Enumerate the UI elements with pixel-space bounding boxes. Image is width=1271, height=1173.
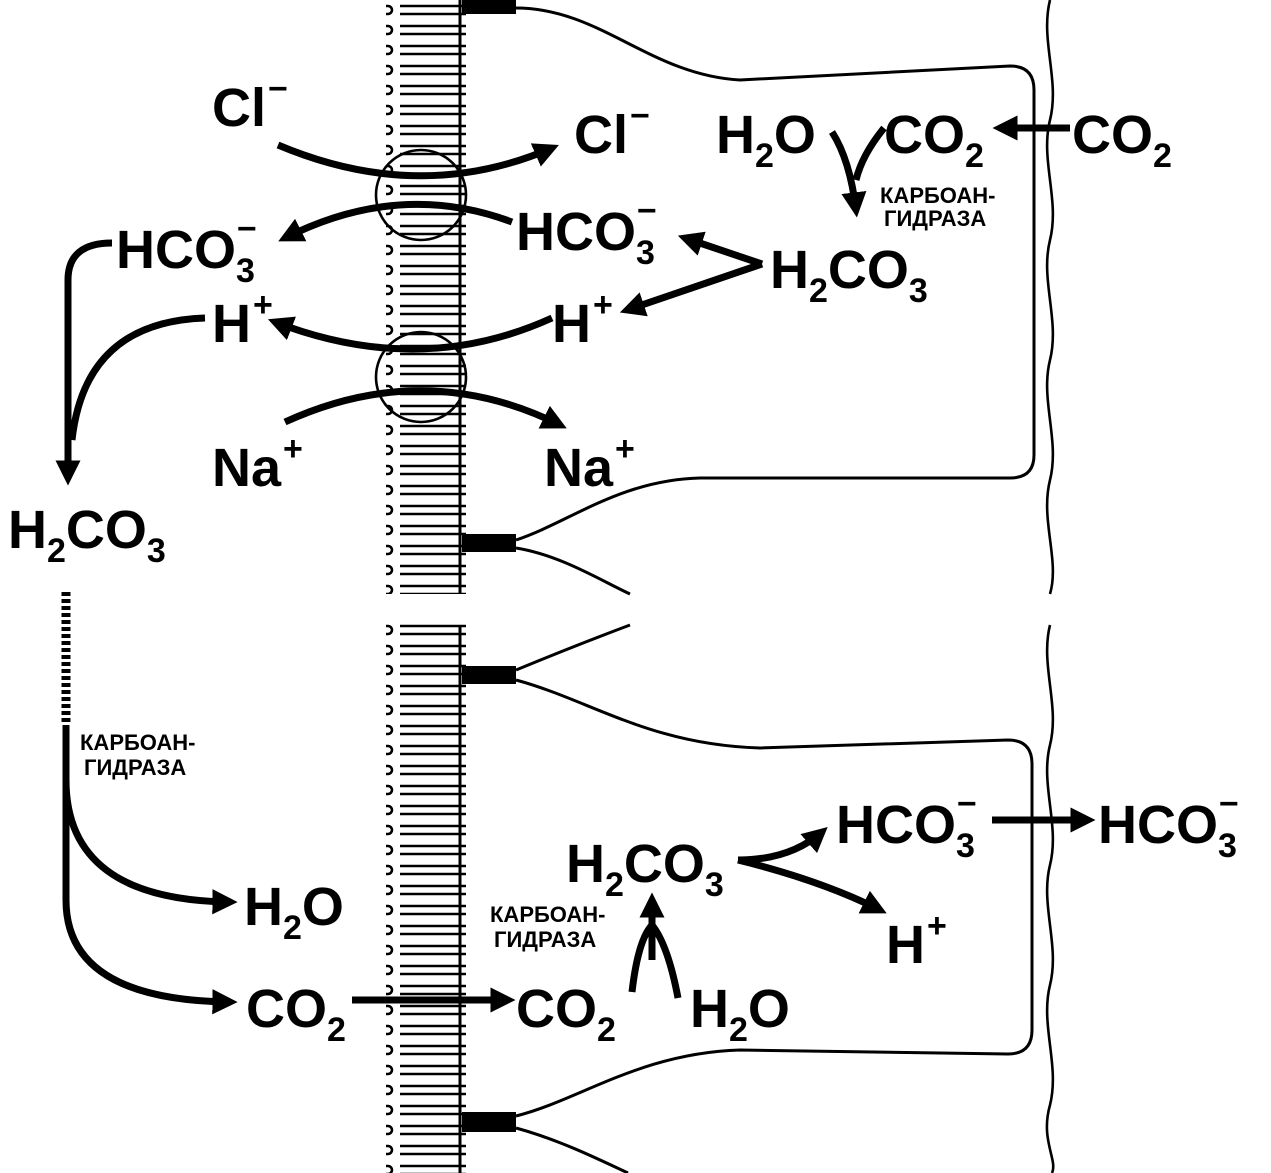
exchanger-na-h [374, 330, 468, 424]
label-co2-cell-lower: CO2 [516, 979, 616, 1049]
arrow-cl [276, 141, 559, 180]
exchanger-cl-hco3 [374, 148, 468, 242]
enzyme-label-lumen-2: ГИДРАЗА [84, 755, 186, 780]
arrow-hco3 [278, 200, 514, 242]
arrow-h [267, 314, 554, 353]
lower-cell-arrows [628, 807, 1096, 999]
arrow-h2co3-to-h-lower [737, 856, 887, 914]
label-h2co3-cell-lower: H2CO3 [566, 834, 724, 904]
lumen-dissociation-arrows [62, 725, 516, 1015]
label-na-lumen: Na+ [212, 430, 303, 498]
label-co2-cell-upper: CO2 [884, 105, 984, 175]
label-h2o-upper: H2O [716, 105, 816, 175]
label-h2o-cell-lower: H2O [690, 979, 790, 1049]
enzyme-label-lower-2: ГИДРАЗА [494, 927, 596, 952]
label-h2co3-lumen: H2CO3 [8, 500, 166, 570]
tight-junctions [462, 0, 516, 1132]
upper-cell-outline [515, 6, 1036, 596]
upper-arrows [267, 115, 1070, 429]
arrow-hco3-down [55, 239, 113, 486]
arrow-h2co3-to-h [619, 260, 764, 317]
label-hco3-cell-lower: HCO3− [836, 785, 977, 865]
label-h2o-lumen: H2O [244, 877, 344, 947]
label-co2-lumen: CO2 [246, 979, 346, 1049]
label-h-cell-lower: H+ [886, 907, 947, 975]
brush-border-upper [386, 0, 466, 594]
lumen-arrows [55, 239, 206, 486]
label-h2co3-cell-upper: H2CO3 [770, 240, 928, 310]
label-h-lumen: H+ [212, 286, 273, 354]
arrow-to-co2 [62, 780, 238, 1015]
arrow-h2co3-to-hco3-lower [737, 827, 828, 864]
arrow-h2o-co2-to-h2co3 [829, 130, 867, 218]
enzyme-label-upper-2: ГИДРАЗА [884, 206, 986, 231]
label-na-cell: Na+ [544, 430, 635, 498]
arrow-na [283, 387, 567, 429]
basolateral-membrane [1045, 0, 1055, 1173]
label-hco3-lumen: HCO3− [116, 210, 257, 290]
lower-cell-outline [515, 623, 1034, 1173]
label-hco3-blood: HCO3− [1098, 785, 1239, 865]
enzyme-label-upper-1: КАРБОАН- [880, 183, 995, 208]
arrow-h2co3-to-hco3 [677, 231, 764, 268]
arrow-h-down [68, 314, 206, 441]
enzyme-label-lower-1: КАРБОАН- [490, 902, 605, 927]
label-co2-blood: CO2 [1072, 105, 1172, 175]
enzyme-label-lumen-1: КАРБОАН- [80, 730, 195, 755]
label-h-cell-upper: H+ [552, 286, 613, 354]
label-hco3-cell: HCO3− [516, 192, 657, 272]
brush-border-lower [386, 620, 466, 1173]
label-cl-lumen: Cl− [212, 70, 288, 138]
label-cl-cell: Cl− [574, 97, 650, 165]
